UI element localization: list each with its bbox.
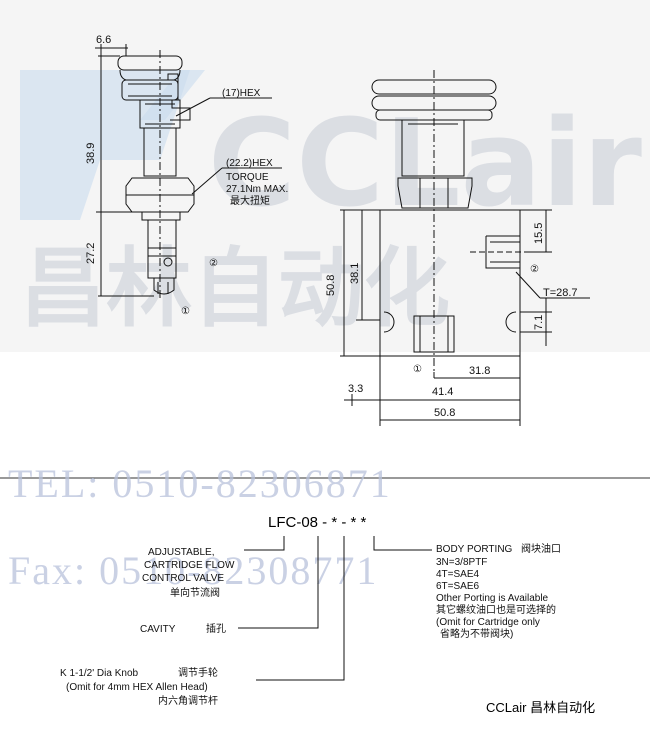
watermark-logo-text: CCLair: [208, 95, 642, 234]
legend-body-porting-cn: 阀块油口: [521, 542, 561, 555]
dim-31-8: 31.8: [469, 365, 490, 377]
legend-knob-1: K 1-1/2' Dia Knob: [60, 668, 139, 679]
left-view: [95, 44, 282, 300]
dim-41-4: 41.4: [432, 386, 453, 398]
callout-torque: TORQUE: [226, 172, 269, 183]
callout-torque-cn: 最大扭矩: [230, 194, 270, 207]
dim-7-1: 7.1: [533, 315, 545, 330]
legend-cavity: CAVITY: [140, 624, 176, 635]
dim-t-28-7: T=28.7: [543, 287, 578, 299]
dim-38-9: 38.9: [85, 143, 97, 164]
dim-6-6: 6.6: [96, 34, 111, 46]
legend-port-6t: 6T=SAE6: [436, 581, 480, 592]
watermark-tel: TEL: 0510-82306871: [8, 461, 392, 506]
footer-brand: CCLair 昌林自动化: [486, 700, 595, 715]
port-1-right: ①: [413, 364, 422, 375]
hex-nut: [125, 177, 195, 213]
callout-hex17: (17)HEX: [222, 88, 261, 99]
dim-38-1: 38.1: [349, 263, 361, 284]
legend-adjustable-cn: 单向节流阀: [170, 586, 220, 599]
legend-adjustable-1: ADJUSTABLE,: [148, 547, 215, 558]
legend-omit-cn: 省略为不带阀块): [440, 627, 513, 640]
dim-3-3: 3.3: [348, 383, 363, 395]
dim-50-8-vertical: 50.8: [325, 275, 337, 296]
watermark-logo-cn: 昌林自动化: [20, 239, 450, 339]
right-view: [340, 70, 590, 426]
watermark-fax: Fax: 0510-82308771: [8, 548, 378, 593]
model-code: LFC-08 - * - * *: [268, 514, 367, 531]
legend-port-3n: 3N=3/8PTF: [436, 557, 487, 568]
legend-other: Other Porting is Available: [436, 593, 549, 604]
legend-port-4t: 4T=SAE4: [436, 569, 480, 580]
dim-50-8-horizontal: 50.8: [434, 407, 455, 419]
legend-other-cn: 其它螺纹油口也是可选择的: [436, 603, 556, 616]
knob-top: [117, 55, 183, 71]
dim-15-5: 15.5: [533, 223, 545, 244]
dim-27-2: 27.2: [85, 243, 97, 264]
legend-leaders: [238, 536, 432, 681]
legend-knob-cn: 调节手轮: [178, 666, 218, 679]
drawing-background: [0, 0, 650, 352]
legend-cavity-cn: 插孔: [206, 622, 226, 635]
legend-body-porting: BODY PORTING: [436, 544, 513, 555]
legend-adjustable-3: CONTROL VALVE: [142, 573, 224, 584]
legend-adjustable-2: CARTRIDGE FLOW: [144, 560, 235, 571]
callout-hex22: (22.2)HEX: [226, 158, 273, 169]
watermark-logo: CCLair 昌林自动化: [20, 70, 642, 339]
port-1-left: ①: [181, 306, 190, 317]
legend-knob-cn-2: 内六角调节杆: [158, 694, 218, 707]
port-2-left: ②: [209, 258, 218, 269]
legend-omit: (Omit for Cartridge only: [436, 617, 540, 628]
port-2-right: ②: [530, 264, 539, 275]
watermark-logo-mark: [20, 70, 205, 220]
legend-knob-2: (Omit for 4mm HEX Allen Head): [66, 682, 208, 693]
callout-torque-value: 27.1Nm MAX.: [226, 184, 288, 195]
